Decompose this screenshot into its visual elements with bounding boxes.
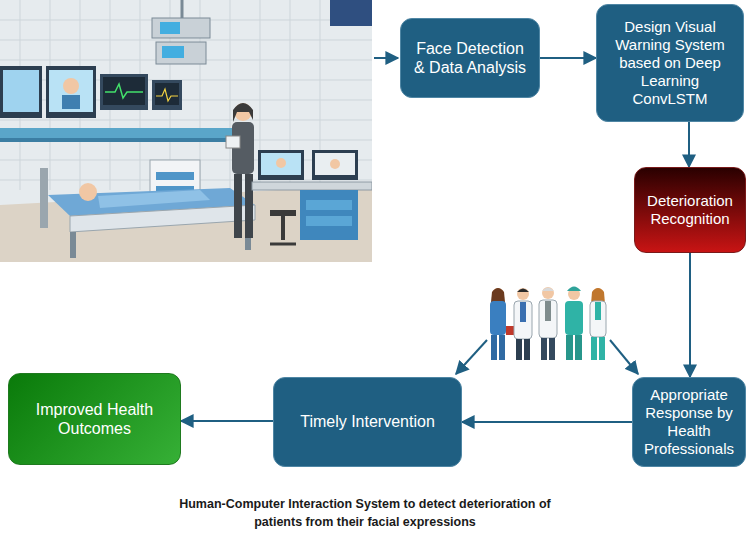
process-box: Face Detection & Data Analysis — [400, 18, 540, 98]
process-box: Timely Intervention — [273, 377, 462, 467]
node-label: Appropriate Response by Health Professio… — [641, 386, 737, 458]
alert-box: Deterioration Recognition — [634, 167, 746, 253]
node-label: Deterioration Recognition — [643, 192, 737, 228]
node-label: Improved Health Outcomes — [17, 400, 172, 438]
flow-arrow — [689, 253, 691, 377]
node-label: Design Visual Warning System based on De… — [605, 18, 735, 108]
health-professionals — [490, 287, 606, 361]
image-arrow — [374, 57, 398, 59]
team-arrow — [456, 340, 487, 374]
figure-caption: Human-Computer Interaction System to det… — [175, 496, 555, 531]
flow-arrow — [181, 420, 273, 422]
outcome-box: Improved Health Outcomes — [8, 373, 181, 465]
process-box: Design Visual Warning System based on De… — [596, 4, 744, 122]
hospital-room — [0, 0, 372, 262]
flow-arrow — [688, 122, 690, 167]
team-arrow — [610, 340, 638, 374]
node-label: Timely Intervention — [300, 412, 435, 431]
flow-arrow — [540, 57, 596, 59]
node-label: Face Detection & Data Analysis — [409, 39, 531, 77]
process-box: Appropriate Response by Health Professio… — [632, 377, 746, 467]
flow-arrow — [462, 421, 632, 423]
